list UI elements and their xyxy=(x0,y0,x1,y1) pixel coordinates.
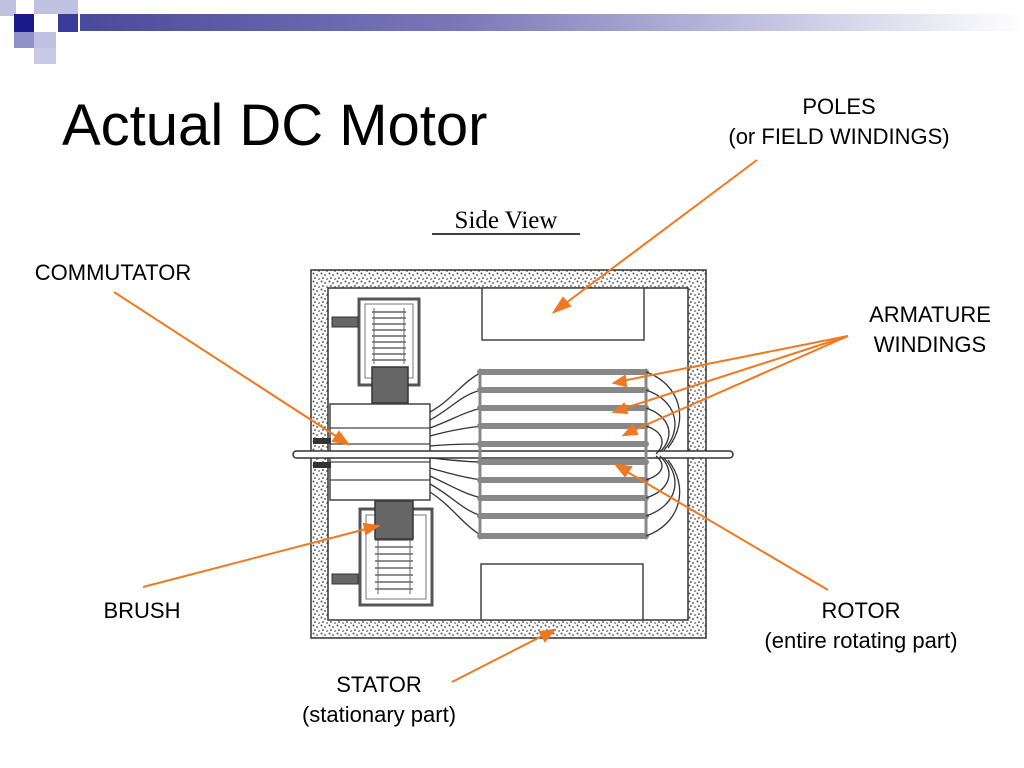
corner-decoration-square xyxy=(14,32,34,48)
pole-bottom xyxy=(480,563,644,621)
label-brush: BRUSH xyxy=(80,596,204,626)
callout-arrows xyxy=(113,159,849,683)
diagram-subtitle: Side View xyxy=(455,207,558,234)
label-rotor-line2: (entire rotating part) xyxy=(764,628,958,653)
label-brush-line1: BRUSH xyxy=(103,598,181,623)
label-armature-line1: ARMATURE xyxy=(869,302,991,327)
label-commutator-line1: COMMUTATOR xyxy=(34,260,192,285)
corner-decoration-square xyxy=(34,48,56,64)
title-bar xyxy=(80,14,1024,31)
label-armature-line2: WINDINGS xyxy=(873,332,987,357)
label-stator-line2: (stationary part) xyxy=(301,702,457,727)
label-commutator: COMMUTATOR xyxy=(8,258,218,288)
label-poles-line2: (or FIELD WINDINGS) xyxy=(728,124,950,149)
corner-decoration-square xyxy=(0,0,16,16)
winding-end-turns xyxy=(645,371,681,537)
corner-decoration-square xyxy=(56,0,78,14)
corner-decoration-square xyxy=(14,14,34,32)
label-rotor: ROTOR (entire rotating part) xyxy=(730,596,992,656)
label-poles: POLES (or FIELD WINDINGS) xyxy=(694,92,984,152)
corner-decoration-square xyxy=(58,14,78,32)
label-stator: STATOR (stationary part) xyxy=(272,670,486,730)
brush-holder-bottom xyxy=(331,500,434,607)
shaft xyxy=(292,438,734,468)
corner-decoration-square xyxy=(34,0,56,14)
slide-title: Actual DC Motor xyxy=(62,93,488,158)
corner-decoration-square xyxy=(34,32,56,48)
label-poles-line1: POLES xyxy=(802,94,876,119)
brush-holder-top xyxy=(331,297,421,404)
label-armature-windings: ARMATURE WINDINGS xyxy=(842,300,1018,360)
label-stator-line1: STATOR xyxy=(336,672,422,697)
pole-top xyxy=(481,287,645,341)
label-rotor-line1: ROTOR xyxy=(821,598,901,623)
